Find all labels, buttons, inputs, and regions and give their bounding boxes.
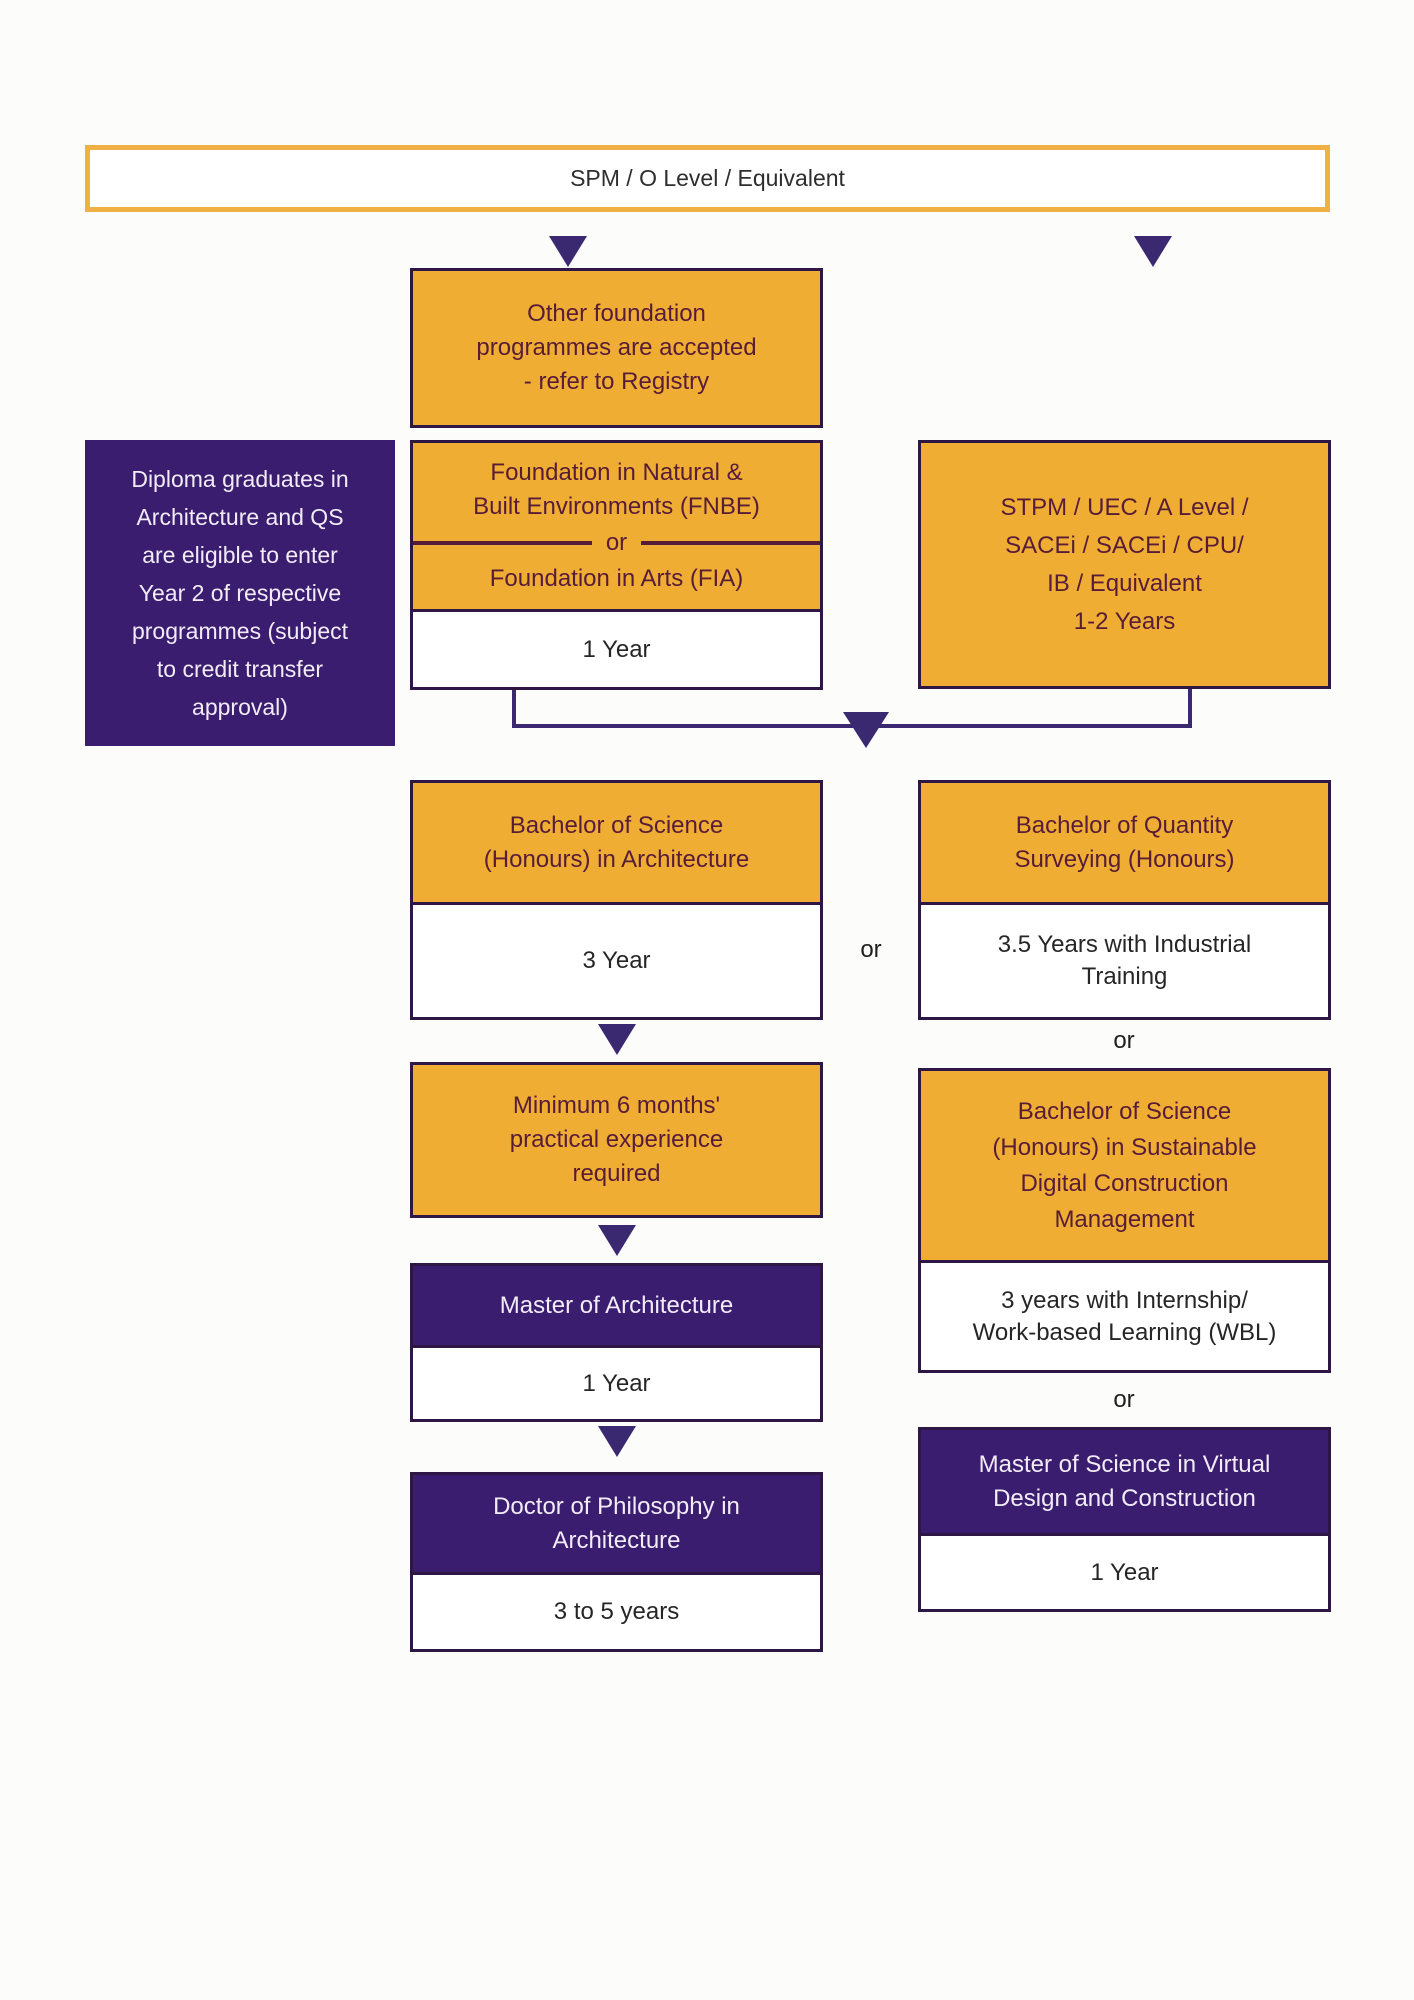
or-label: or — [1113, 1386, 1135, 1413]
bsc-architecture-duration-box: 3 Year — [413, 905, 820, 1017]
msc-virtual-design-duration: 1 Year — [1090, 1558, 1159, 1586]
or-label: or — [1113, 1027, 1135, 1054]
quantity-surveying-title-box: Bachelor of Quantity Surveying (Honours) — [921, 783, 1328, 905]
arrow-down-icon — [1134, 236, 1172, 267]
quantity-surveying-title: Bachelor of Quantity Surveying (Honours) — [1014, 811, 1235, 873]
bsc-architecture-title-box: Bachelor of Science (Honours) in Archite… — [413, 783, 820, 905]
msc-virtual-design-duration-box: 1 Year — [921, 1536, 1328, 1609]
master-architecture-card: Master of Architecture 1 Year — [410, 1263, 823, 1422]
other-foundation-note-box: Other foundation programmes are accepted… — [410, 268, 823, 428]
practical-experience-label: Minimum 6 months' practical experience r… — [509, 1092, 724, 1187]
diploma-note-label: Diploma graduates in Architecture and QS… — [131, 466, 349, 720]
foundation-or-label: or — [605, 529, 628, 556]
entry-qualification-box: SPM / O Level / Equivalent — [85, 145, 1330, 212]
entry-qualification-label: SPM / O Level / Equivalent — [570, 165, 845, 191]
msc-virtual-design-title-box: Master of Science in Virtual Design and … — [921, 1430, 1328, 1536]
or-label: or — [860, 936, 882, 963]
connector-line — [512, 690, 516, 728]
arrow-down-icon — [549, 236, 587, 267]
arrow-down-icon — [843, 712, 889, 748]
sustainable-construction-duration: 3 years with Internship/ Work-based Lear… — [972, 1286, 1277, 1346]
connector-line — [1188, 689, 1192, 728]
divider-rule — [413, 541, 592, 545]
diploma-note-box: Diploma graduates in Architecture and QS… — [85, 440, 395, 746]
pre-university-box: STPM / UEC / A Level / SACEi / SACEi / C… — [918, 440, 1331, 689]
foundation-title-part1: Foundation in Natural & Built Environmen… — [473, 459, 760, 520]
sustainable-construction-card: Bachelor of Science (Honours) in Sustain… — [918, 1068, 1331, 1373]
quantity-surveying-card: Bachelor of Quantity Surveying (Honours)… — [918, 780, 1331, 1020]
sustainable-construction-title-box: Bachelor of Science (Honours) in Sustain… — [921, 1071, 1328, 1263]
sustainable-construction-duration-box: 3 years with Internship/ Work-based Lear… — [921, 1263, 1328, 1370]
foundation-title-box: Foundation in Natural & Built Environmen… — [413, 443, 820, 612]
master-architecture-title-box: Master of Architecture — [413, 1266, 820, 1348]
foundation-or-divider: or — [413, 526, 820, 560]
master-architecture-duration-box: 1 Year — [413, 1348, 820, 1419]
foundation-title-part2: Foundation in Arts (FIA) — [489, 565, 744, 592]
arrow-down-icon — [598, 1225, 636, 1256]
practical-experience-box: Minimum 6 months' practical experience r… — [410, 1062, 823, 1218]
bsc-architecture-duration: 3 Year — [582, 947, 651, 974]
master-architecture-duration: 1 Year — [582, 1369, 651, 1397]
foundation-card: Foundation in Natural & Built Environmen… — [410, 440, 823, 690]
foundation-duration-label: 1 Year — [582, 635, 651, 663]
bsc-architecture-card: Bachelor of Science (Honours) in Archite… — [410, 780, 823, 1020]
other-foundation-note-label: Other foundation programmes are accepted… — [476, 300, 757, 395]
bsc-architecture-title: Bachelor of Science (Honours) in Archite… — [483, 811, 750, 873]
master-architecture-title: Master of Architecture — [499, 1291, 734, 1319]
quantity-surveying-duration-box: 3.5 Years with Industrial Training — [921, 905, 1328, 1017]
phd-architecture-title-box: Doctor of Philosophy in Architecture — [413, 1475, 820, 1575]
msc-virtual-design-title: Master of Science in Virtual Design and … — [978, 1450, 1271, 1512]
phd-architecture-card: Doctor of Philosophy in Architecture 3 t… — [410, 1472, 823, 1652]
arrow-down-icon — [598, 1024, 636, 1055]
sustainable-construction-title: Bachelor of Science (Honours) in Sustain… — [992, 1097, 1257, 1233]
arrow-down-icon — [598, 1426, 636, 1457]
msc-virtual-design-card: Master of Science in Virtual Design and … — [918, 1427, 1331, 1612]
divider-rule — [641, 541, 820, 545]
quantity-surveying-duration: 3.5 Years with Industrial Training — [997, 931, 1252, 990]
phd-architecture-title: Doctor of Philosophy in Architecture — [493, 1492, 740, 1554]
foundation-duration-box: 1 Year — [413, 612, 820, 687]
phd-architecture-duration-box: 3 to 5 years — [413, 1575, 820, 1649]
pre-university-label: STPM / UEC / A Level / SACEi / SACEi / C… — [1000, 493, 1249, 635]
phd-architecture-duration: 3 to 5 years — [553, 1598, 680, 1625]
